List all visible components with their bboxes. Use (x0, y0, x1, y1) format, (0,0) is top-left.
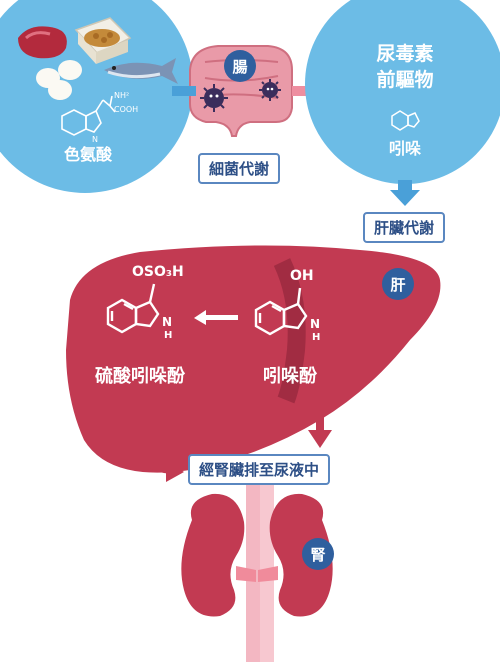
liver-shape (66, 245, 441, 473)
arrow-sulfation (194, 310, 238, 325)
tryptophan-nh-label: N (92, 135, 98, 144)
oh-label: OH (290, 268, 314, 284)
indoxyl-sulfate-nh: N (162, 315, 172, 329)
arrow-liver-to-kidney-left (137, 453, 184, 482)
indoxyl-nh-h: H (312, 332, 320, 343)
intestine-badge-bg (224, 50, 256, 82)
kidney-badge-bg (302, 538, 334, 570)
arrow-to-intestine (172, 86, 196, 96)
precursor-title-line2: 前驅物 (376, 68, 433, 91)
indoxyl-sulfate-label: 硫酸吲哚酚 (95, 365, 186, 387)
indoxyl-sulfate-nh-h: H (164, 330, 172, 341)
indoxyl-nh: N (310, 317, 320, 331)
kidney-excretion-label: 經腎臟排至尿液中 (188, 454, 331, 485)
eggs-icon (36, 60, 82, 100)
bacterial-metabolism-label: 細菌代謝 (198, 153, 281, 184)
bacteria-icon (200, 79, 281, 112)
indoxyl-molecule (254, 287, 308, 336)
indoxyl-label: 吲哚酚 (263, 366, 318, 387)
kidney-illustration (181, 484, 333, 662)
precursor-compound: 吲哚 (389, 139, 422, 158)
tryptophan-label: 色氨酸 (64, 145, 113, 164)
indoxyl-sulfate-molecule (106, 283, 160, 334)
oso3h-label: OSO₃H (132, 264, 184, 280)
precursor-circle (305, 0, 500, 184)
tryptophan-nh2-label: NH² (114, 91, 129, 100)
kidney-badge: 腎 (310, 546, 325, 564)
arrow-liver-to-kidney-right (308, 388, 332, 448)
tryptophan-molecule (61, 95, 116, 136)
tryptophan-cooh-label: COOH (114, 105, 138, 114)
meat-icon (18, 26, 67, 59)
liver-metabolism-label: 肝臟代謝 (363, 212, 446, 243)
liver-vessel (273, 258, 306, 404)
fish-icon (104, 58, 178, 84)
precursor-title-line1: 尿毒素 (376, 42, 433, 65)
arrow-to-liver-metabolism (390, 180, 420, 206)
liver-badge-bg (382, 268, 414, 300)
liver-badge: 肝 (390, 276, 405, 294)
intestine-badge: 腸 (232, 58, 247, 76)
indole-molecule (391, 110, 420, 131)
intestine-icon (189, 45, 293, 137)
natto-icon (74, 17, 132, 64)
